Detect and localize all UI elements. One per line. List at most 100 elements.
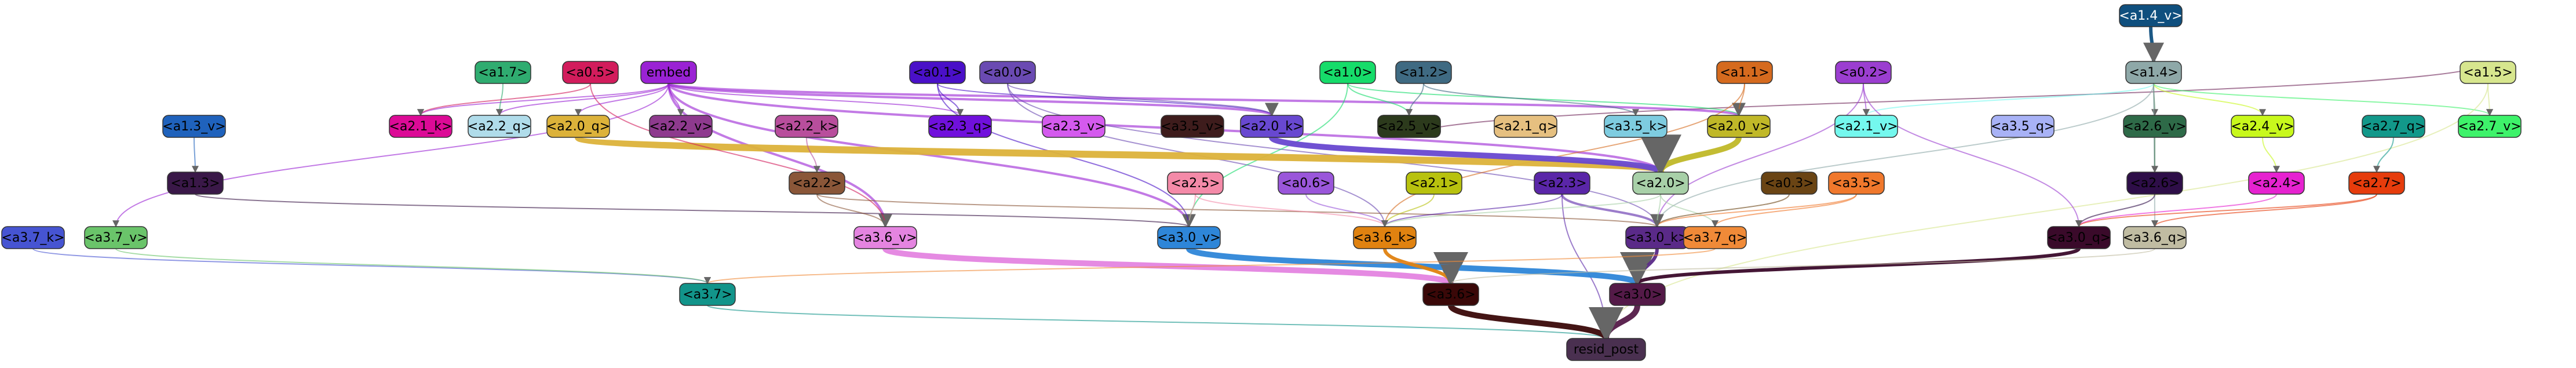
node-embed[interactable]: embed xyxy=(640,61,697,84)
node-a2-0-k[interactable]: <a2.0_k> xyxy=(1240,115,1304,138)
node-a2-0[interactable]: <a2.0> xyxy=(1632,172,1689,195)
node-a0-1[interactable]: <a0.1> xyxy=(909,61,966,84)
node-box xyxy=(1534,172,1590,195)
node-a3-0[interactable]: <a3.0> xyxy=(1609,283,1666,306)
node-a3-5-k[interactable]: <a3.5_k> xyxy=(1604,115,1668,138)
node-box xyxy=(2248,172,2305,195)
node-a2-6[interactable]: <a2.6> xyxy=(2126,172,2183,195)
node-a3-6-k[interactable]: <a3.6_k> xyxy=(1353,226,1417,249)
edge-a2-2-to-a3-6-v xyxy=(816,194,889,228)
node-a0-2[interactable]: <a0.2> xyxy=(1835,61,1892,84)
edge-a1-4-to-a2-7-v xyxy=(2153,83,2493,116)
node-a1-1[interactable]: <a1.1> xyxy=(1716,61,1773,84)
node-a3-7-k[interactable]: <a3.7_k> xyxy=(1,226,65,249)
node-box xyxy=(1609,283,1666,306)
node-a2-2-q[interactable]: <a2.2_q> xyxy=(468,115,531,138)
edge-a0-1-to-a2-0-k xyxy=(937,83,1275,116)
node-a2-0-v[interactable]: <a2.0_v> xyxy=(1707,115,1771,138)
node-a3-0-q[interactable]: <a3.0_q> xyxy=(2047,226,2111,249)
node-a2-5-v[interactable]: <a2.5_v> xyxy=(1377,115,1441,138)
node-a2-1-k[interactable]: <a2.1_k> xyxy=(389,115,453,138)
node-a3-6[interactable]: <a3.6> xyxy=(1422,283,1479,306)
node-box xyxy=(84,226,148,249)
node-a2-1-q[interactable]: <a2.1_q> xyxy=(1494,115,1557,138)
node-a3-0-v[interactable]: <a3.0_v> xyxy=(1157,226,1221,249)
node-box xyxy=(775,115,838,138)
node-box xyxy=(1,226,65,249)
node-a0-3[interactable]: <a0.3> xyxy=(1761,172,1818,195)
node-label: <a2.1> xyxy=(1409,176,1458,191)
node-box xyxy=(1683,226,1747,249)
node-a3-6-v[interactable]: <a3.6_v> xyxy=(853,226,917,249)
edge-a2-0-v-to-a2-0 xyxy=(1643,136,1742,176)
edge-a2-2-k-to-a2-2 xyxy=(806,137,820,173)
node-box xyxy=(909,61,966,84)
node-box xyxy=(1240,115,1304,138)
node-a1-5[interactable]: <a1.5> xyxy=(2460,61,2516,84)
node-a2-4[interactable]: <a2.4> xyxy=(2248,172,2305,195)
node-a1-2[interactable]: <a1.2> xyxy=(1395,61,1452,84)
node-a1-3-v[interactable]: <a1.3_v> xyxy=(162,115,226,138)
node-a2-1[interactable]: <a2.1> xyxy=(1406,172,1462,195)
node-a0-0[interactable]: <a0.0> xyxy=(979,61,1036,84)
node-a2-4-v[interactable]: <a2.4_v> xyxy=(2231,115,2294,138)
node-box xyxy=(2348,172,2405,195)
node-a2-7-q[interactable]: <a2.7_q> xyxy=(2362,115,2425,138)
node-a2-7[interactable]: <a2.7> xyxy=(2348,172,2405,195)
node-box xyxy=(789,172,845,195)
node-a3-0-k[interactable]: <a3.0_k> xyxy=(1625,226,1689,249)
node-a0-6[interactable]: <a0.6> xyxy=(1278,172,1334,195)
node-label: <a1.0> xyxy=(1323,65,1372,80)
node-a2-2-k[interactable]: <a2.2_k> xyxy=(775,115,838,138)
node-a3-7[interactable]: <a3.7> xyxy=(679,283,736,306)
node-box xyxy=(1716,61,1773,84)
node-a1-0[interactable]: <a1.0> xyxy=(1319,61,1376,84)
node-label: <a2.7_q> xyxy=(2362,119,2425,134)
edge-a3-6-q-to-a3-6 xyxy=(1447,248,2155,285)
node-label: <a3.7_k> xyxy=(1,231,64,245)
node-label: <a3.6_v> xyxy=(853,231,917,245)
edge-a2-7-q-to-a2-7 xyxy=(2373,137,2394,173)
edge-a2-3-to-a3-6-k xyxy=(1381,194,1563,228)
node-a1-3[interactable]: <a1.3> xyxy=(167,172,224,195)
node-a3-5[interactable]: <a3.5> xyxy=(1828,172,1885,195)
node-a3-6-q[interactable]: <a3.6_q> xyxy=(2123,226,2187,249)
node-box xyxy=(167,172,224,195)
edge-a1-4-to-a2-4-v xyxy=(2153,83,2266,116)
edge-a2-0-to-a3-6-k xyxy=(1381,194,1661,228)
node-a2-3-q[interactable]: <a2.3_q> xyxy=(928,115,992,138)
node-a2-3[interactable]: <a2.3> xyxy=(1534,172,1590,195)
node-a2-1-v[interactable]: <a2.1_v> xyxy=(1834,115,1898,138)
node-a2-5[interactable]: <a2.5> xyxy=(1167,172,1224,195)
edge-a2-5-to-a3-6-k xyxy=(1195,194,1388,228)
node-a3-5-q[interactable]: <a3.5_q> xyxy=(1991,115,2055,138)
node-label: <a3.7> xyxy=(683,287,732,302)
node-a3-7-q[interactable]: <a3.7_q> xyxy=(1683,226,1747,249)
node-a2-2-v[interactable]: <a2.2_v> xyxy=(649,115,713,138)
node-a0-5[interactable]: <a0.5> xyxy=(562,61,619,84)
node-a2-3-v[interactable]: <a2.3_v> xyxy=(1042,115,1105,138)
node-a2-2[interactable]: <a2.2> xyxy=(789,172,845,195)
node-a2-6-v[interactable]: <a2.6_v> xyxy=(2123,115,2187,138)
edge-a3-5-to-a3-0-k xyxy=(1654,194,1857,228)
node-a2-0-q[interactable]: <a2.0_q> xyxy=(546,115,610,138)
node-box xyxy=(1422,283,1479,306)
edge-a1-3-to-a3-0-v xyxy=(195,194,1192,228)
node-a1-7[interactable]: <a1.7> xyxy=(475,61,531,84)
edges-layer xyxy=(32,26,2493,342)
node-a1-4[interactable]: <a1.4> xyxy=(2125,61,2182,84)
node-resid-post[interactable]: resid_post xyxy=(1566,338,1646,361)
node-box xyxy=(2119,4,2183,27)
node-label: <a3.0_q> xyxy=(2047,231,2111,245)
node-a2-7-v[interactable]: <a2.7_v> xyxy=(2458,115,2522,138)
node-a3-7-v[interactable]: <a3.7_v> xyxy=(84,226,148,249)
edge-embed-to-a2-3-q xyxy=(668,83,964,116)
edge-a0-2-to-a3-0-k xyxy=(1654,83,1864,228)
node-box xyxy=(1761,172,1818,195)
edge-a2-3-to-resid-post xyxy=(1561,194,1610,340)
node-box xyxy=(562,61,619,84)
edge-a3-5-to-a3-7-q xyxy=(1712,194,1857,228)
node-a3-5-v[interactable]: <a3.5_v> xyxy=(1161,115,1224,138)
node-a1-4-v[interactable]: <a1.4_v> xyxy=(2119,4,2183,27)
edge-a2-7-to-a3-6-q xyxy=(2151,194,2377,228)
